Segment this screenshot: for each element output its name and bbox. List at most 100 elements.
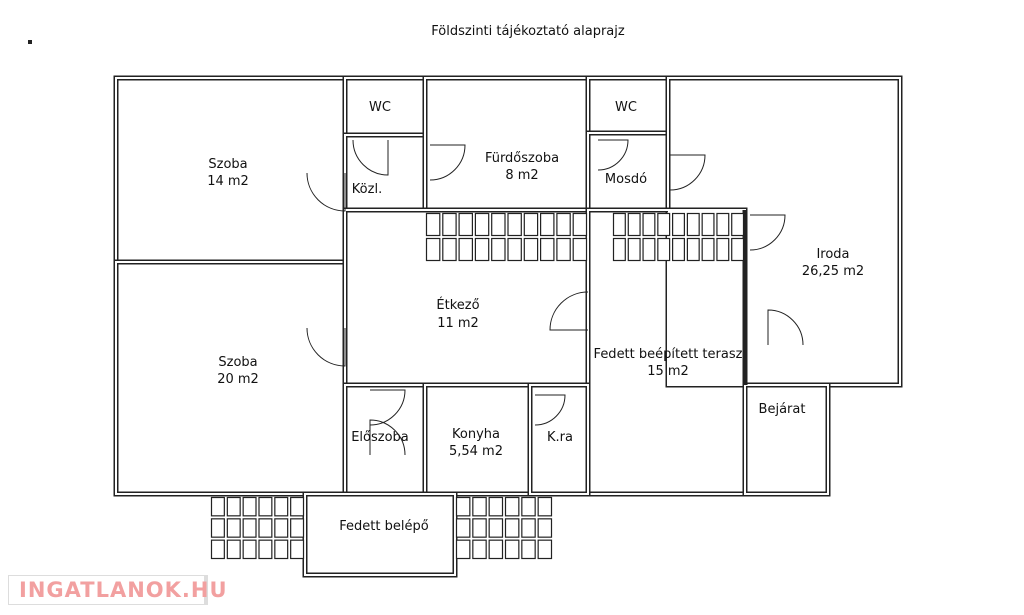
stair-tread <box>474 212 490 237</box>
stair-tread <box>290 539 305 560</box>
door-swing <box>369 419 406 456</box>
stair-tread <box>523 212 539 237</box>
stair-tread <box>556 237 571 262</box>
stair-tread <box>657 212 671 237</box>
room-wall-inner <box>424 77 589 211</box>
room-iroda-area: 26,25 m2 <box>802 264 864 279</box>
room-furdo-area: 8 m2 <box>505 168 538 183</box>
stair-tread <box>226 539 241 560</box>
room-bejarat-name: Bejárat <box>759 402 806 417</box>
stair-tread <box>537 496 553 517</box>
stair-tread <box>556 212 571 237</box>
room-wc1-name: WC <box>369 100 391 115</box>
stair-tread <box>274 539 289 560</box>
stair-tread <box>290 496 305 517</box>
room-etkezo-name: Étkező <box>436 297 479 313</box>
stair-tread <box>523 237 539 262</box>
plan-title: Földszinti tájékoztató alaprajz <box>431 24 625 39</box>
stair-tread <box>701 237 715 262</box>
room-furdo-name: Fürdőszoba <box>485 151 559 166</box>
stair-tread <box>731 212 745 237</box>
doors <box>306 139 804 456</box>
stair-tread <box>274 518 289 538</box>
room-iroda-name: Iroda <box>816 247 849 262</box>
stair-tread <box>504 539 520 560</box>
stair-tread <box>672 237 685 262</box>
stair-tread <box>458 237 474 262</box>
room-etkezo-area: 11 m2 <box>437 316 479 331</box>
door-swing <box>669 154 706 191</box>
stair-tread <box>210 539 225 560</box>
stair-tread <box>442 237 457 262</box>
stair-tread <box>491 237 506 262</box>
stair-tread <box>425 212 441 237</box>
stair-tread <box>242 539 257 560</box>
stair-tread <box>472 496 487 517</box>
stair-tread <box>731 237 745 262</box>
room-wall-inner <box>304 493 456 576</box>
stair-tread <box>521 539 536 560</box>
room-kozl-name: Közl. <box>352 182 382 197</box>
stair-tread <box>612 212 626 237</box>
door-swing <box>597 139 629 171</box>
stair-tread <box>226 496 241 517</box>
stair-tread <box>425 237 441 262</box>
room-terasz-name: Fedett beépített terasz <box>594 347 743 362</box>
stair-tread <box>488 518 504 538</box>
stair-tread <box>455 539 471 560</box>
room-wall-inner <box>344 134 426 211</box>
stair-tread <box>627 212 641 237</box>
stair-tread <box>507 212 522 237</box>
door-swing <box>534 394 566 426</box>
door-swing <box>352 139 389 176</box>
stair-tread <box>488 496 504 517</box>
stair-tread <box>539 237 555 262</box>
stair-tread <box>488 539 504 560</box>
stair-tread <box>472 518 487 538</box>
room-wall-inner <box>529 384 589 495</box>
stair-tread <box>537 518 553 538</box>
watermark-text: INGATLANOK.HU <box>19 578 228 602</box>
door-swing <box>767 309 804 346</box>
room-eloszoba-name: Előszoba <box>351 430 409 445</box>
door-swing <box>549 291 589 331</box>
stair-tread <box>210 496 225 517</box>
stair-tread <box>472 539 487 560</box>
room-konyha-name: Konyha <box>452 427 500 442</box>
room-szoba14-area: 14 m2 <box>207 174 249 189</box>
room-wc2-name: WC <box>615 100 637 115</box>
stair-tread <box>701 212 715 237</box>
stair-tread <box>521 518 536 538</box>
stair-tread <box>504 496 520 517</box>
stair-tread <box>537 539 553 560</box>
door-swing <box>369 389 406 426</box>
stair-tread <box>612 237 626 262</box>
room-labels: Szoba 14 m2 Szoba 20 m2 WC WC Közl. Fürd… <box>207 100 864 534</box>
room-szoba14-name: Szoba <box>208 157 247 172</box>
stair-tread <box>716 212 730 237</box>
stair-tread <box>572 212 588 237</box>
stair-tread <box>455 518 471 538</box>
room-konyha-area: 5,54 m2 <box>449 444 503 459</box>
room-wall <box>422 75 591 213</box>
stair-tread <box>474 237 490 262</box>
stair-tread <box>686 212 700 237</box>
stair-tread <box>455 496 471 517</box>
room-mosdo-name: Mosdó <box>605 172 647 187</box>
stair-tread <box>258 518 273 538</box>
stair-tread <box>507 237 522 262</box>
room-wall <box>342 132 428 213</box>
marker-dot <box>28 40 32 44</box>
room-terasz-area: 15 m2 <box>647 364 689 379</box>
door-swing <box>429 144 466 181</box>
stair-tread <box>642 212 656 237</box>
stair-tread <box>442 212 457 237</box>
stair-tread <box>657 237 671 262</box>
stair-tread <box>458 212 474 237</box>
stair-tread <box>258 496 273 517</box>
stair-tread <box>672 212 685 237</box>
stair-tread <box>491 212 506 237</box>
stair-tread <box>242 518 257 538</box>
stair-tread <box>504 518 520 538</box>
